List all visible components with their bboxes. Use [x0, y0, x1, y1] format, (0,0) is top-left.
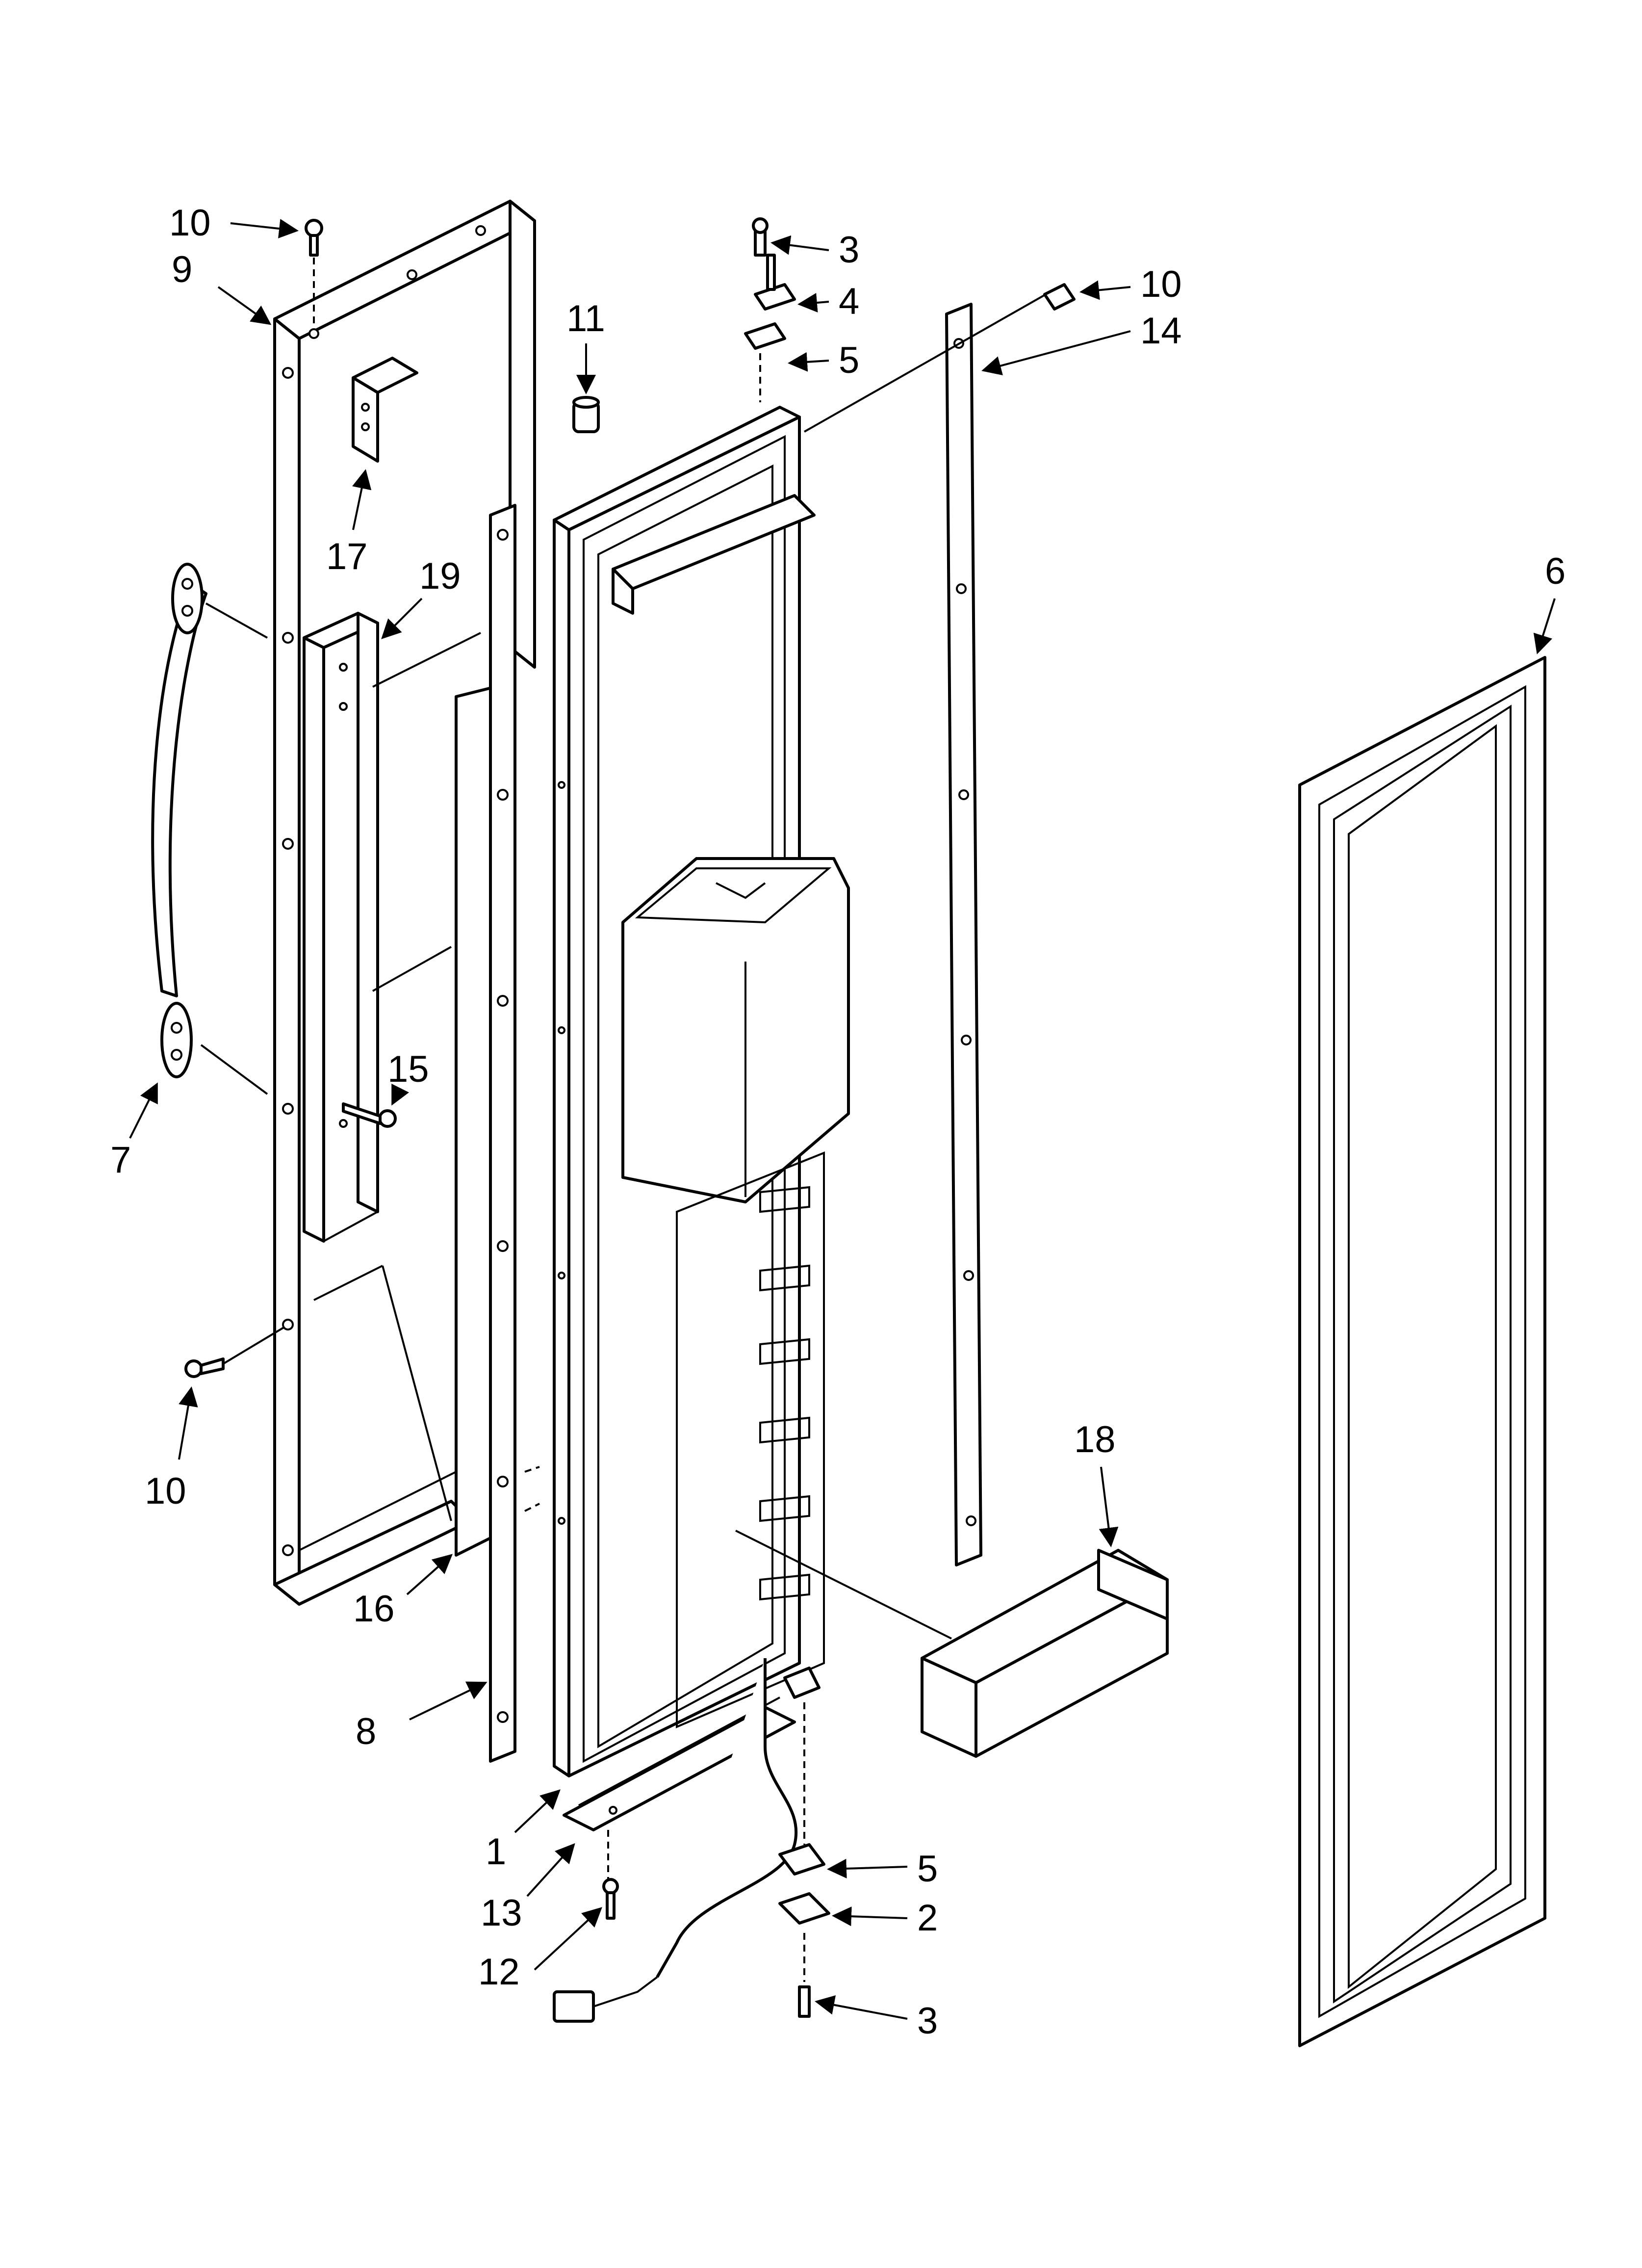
part-9-frame-panel — [273, 200, 536, 1606]
part-11-plug — [572, 396, 600, 433]
part-14-strip — [804, 283, 1076, 1566]
callout-14: 14 — [1140, 310, 1182, 352]
callout-3-top: 3 — [839, 229, 859, 271]
callout-10-top-left: 10 — [169, 202, 211, 244]
bottom-hinge-assembly — [778, 1667, 830, 2018]
part-8-strip — [489, 504, 540, 1763]
part-17-bracket — [352, 357, 418, 463]
part-7-handle — [151, 563, 268, 1095]
screw-12 — [602, 1878, 619, 1920]
callout-11: 11 — [566, 298, 605, 339]
callout-18: 18 — [1074, 1419, 1116, 1460]
callout-12: 12 — [478, 1951, 520, 1993]
callout-7: 7 — [110, 1139, 131, 1181]
screw-15 — [342, 1102, 397, 1128]
callout-5-top: 5 — [839, 339, 859, 381]
part-19-channel — [303, 612, 379, 1243]
callout-19: 19 — [419, 555, 461, 597]
callout-10-top-right: 10 — [1140, 263, 1182, 305]
part-1-door-liner — [553, 406, 952, 1777]
callout-15: 15 — [387, 1048, 429, 1090]
part-6-gasket — [1298, 656, 1546, 2047]
top-hinge-assembly — [744, 217, 796, 402]
part-18-door-bin — [921, 1549, 1169, 1758]
callout-1: 1 — [486, 1831, 506, 1873]
callout-13: 13 — [481, 1892, 522, 1934]
callout-17: 17 — [326, 536, 368, 577]
callout-3-bottom: 3 — [917, 2000, 938, 2042]
callout-10-bottom-left: 10 — [145, 1470, 186, 1512]
callouts: 10 9 17 19 7 15 10 16 8 11 3 4 5 10 14 6 — [110, 202, 1565, 2042]
callout-8: 8 — [356, 1711, 376, 1752]
callout-5-bottom: 5 — [917, 1848, 938, 1890]
callout-4: 4 — [839, 281, 859, 322]
callout-9: 9 — [172, 249, 192, 290]
screw-10-bottom-left — [184, 1326, 285, 1378]
part-16-panel — [313, 632, 497, 1557]
callout-6: 6 — [1545, 550, 1565, 592]
callout-2: 2 — [917, 1897, 938, 1939]
callout-16: 16 — [353, 1588, 395, 1630]
screw-10-top-left — [305, 219, 323, 326]
